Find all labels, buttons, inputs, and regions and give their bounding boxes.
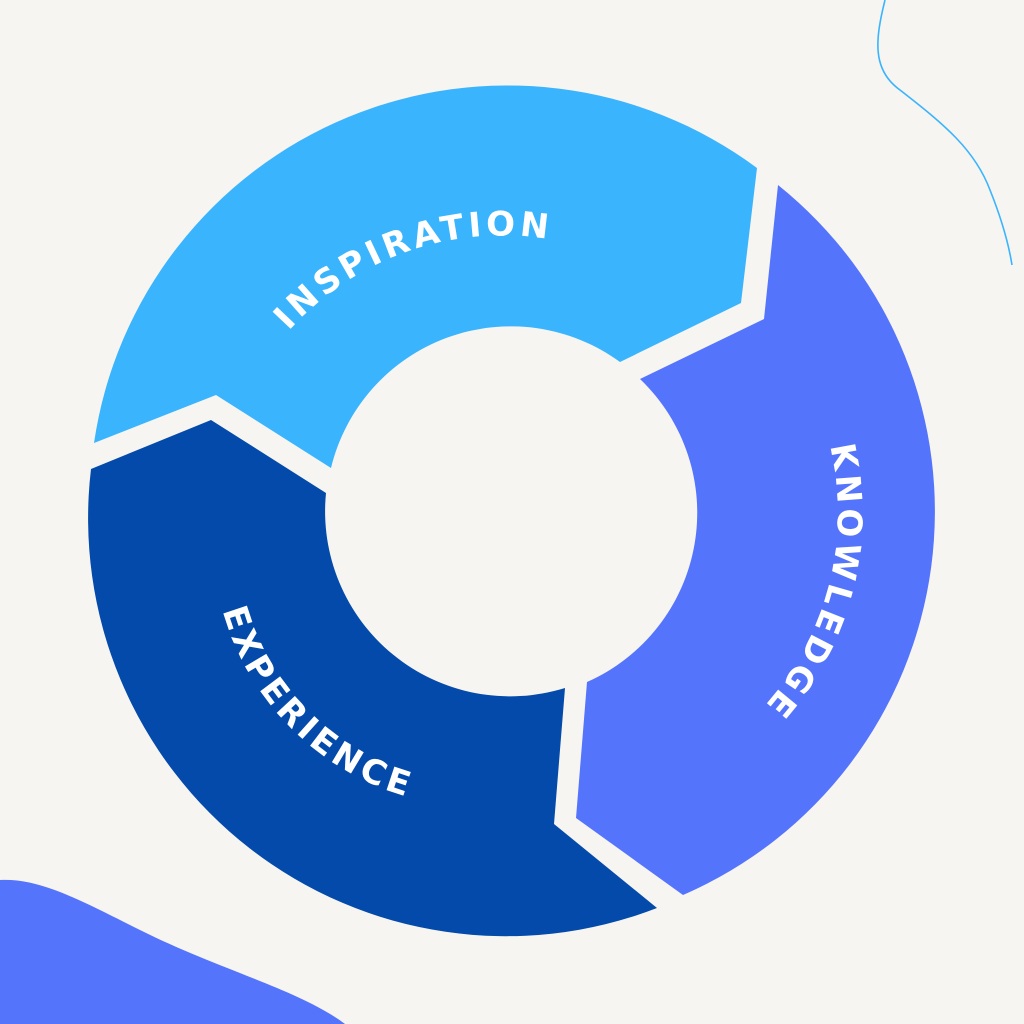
decorative-blob [0, 879, 345, 1024]
segment-experience [88, 420, 657, 937]
segment-inspiration [94, 85, 757, 468]
decorative-line [877, 0, 1013, 266]
segment-knowledge [576, 185, 935, 895]
